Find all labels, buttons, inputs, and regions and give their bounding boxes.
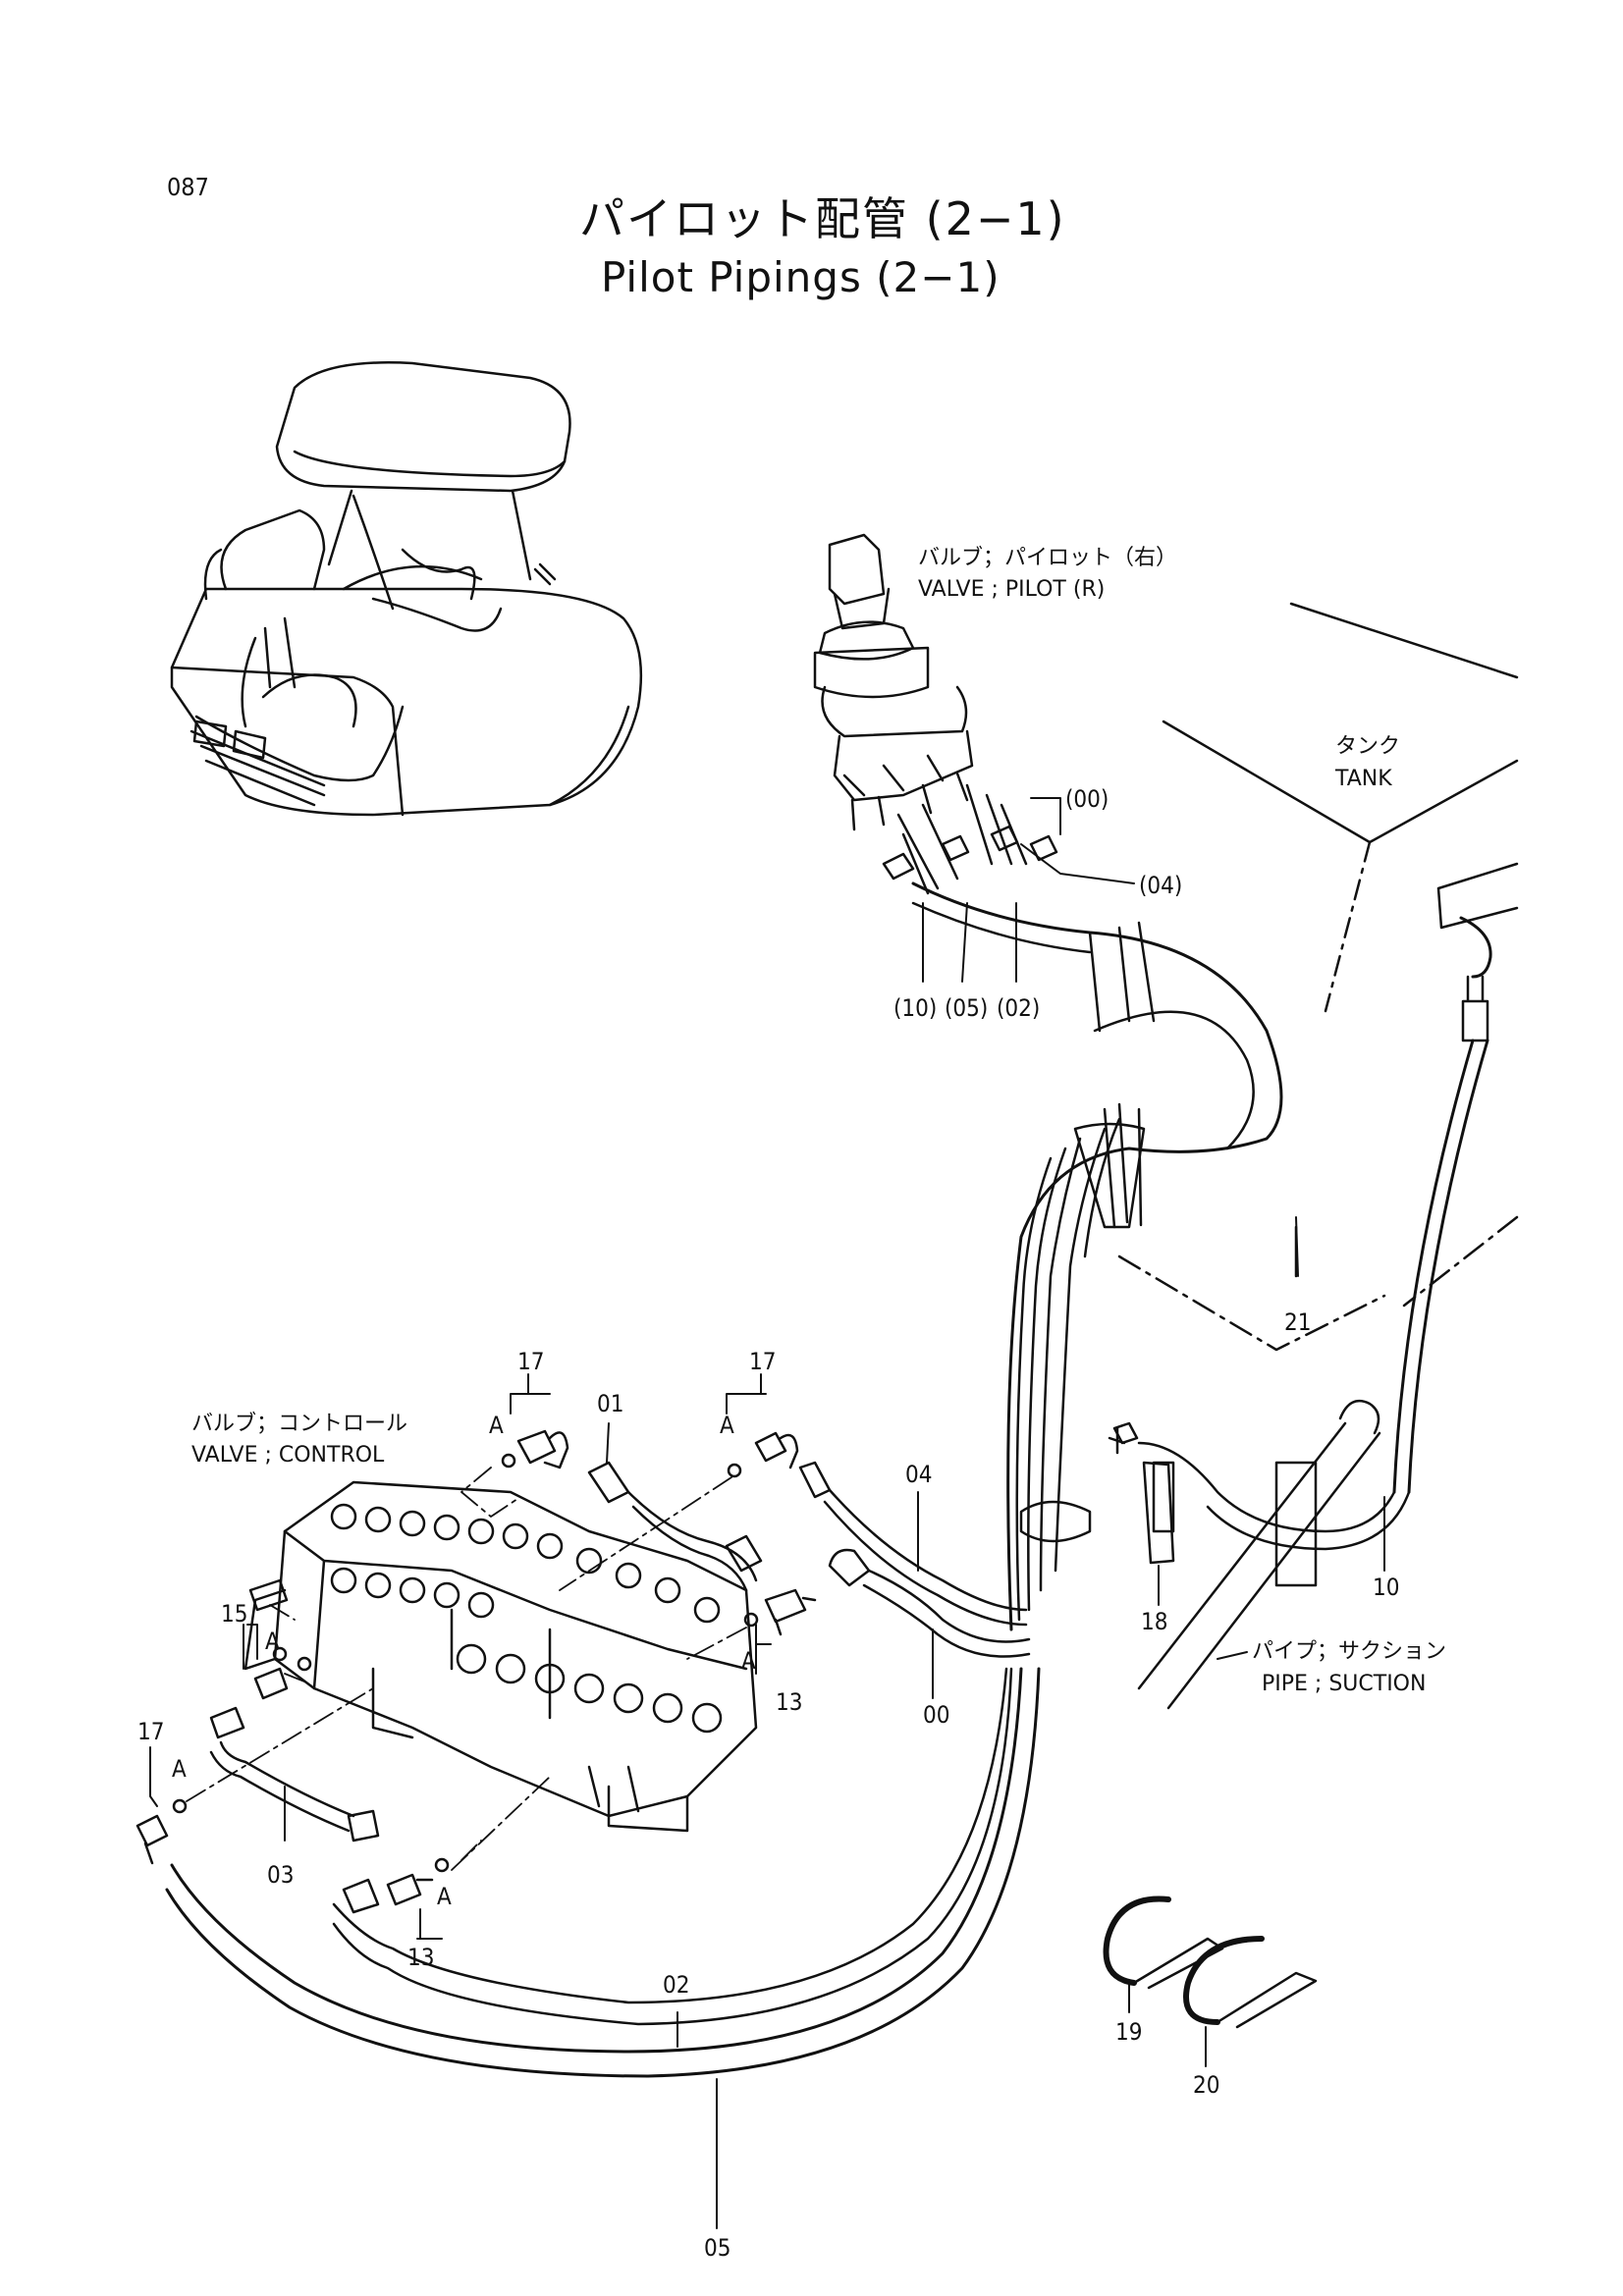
connection-marker-a: A — [437, 1883, 452, 1910]
callout-18: 18 — [1141, 1608, 1168, 1635]
control-valve-illustration — [243, 1480, 758, 1833]
page-title-english: Pilot Pipings (2−1) — [601, 253, 1001, 301]
callout-20: 20 — [1193, 2071, 1220, 2099]
callout-13-upper: 13 — [776, 1688, 803, 1716]
callout-17-top-left: 17 — [517, 1348, 545, 1375]
leader-00 — [1030, 797, 1061, 835]
callout-17-top-right: 17 — [749, 1348, 777, 1375]
control-valve-label-jp: バルブ；コントロール — [191, 1412, 408, 1436]
connection-marker-a: A — [741, 1647, 756, 1675]
leader-21 — [1295, 1216, 1299, 1277]
callout-13-lower: 13 — [407, 1944, 435, 1971]
callout-21: 21 — [1284, 1308, 1312, 1336]
port-label-10: (10) — [893, 994, 938, 1022]
suction-pipe-illustration — [1137, 1399, 1381, 1710]
leader-13a — [755, 1624, 772, 1675]
leader-10-05-02 — [922, 902, 1017, 983]
port-label-05: (05) — [945, 994, 989, 1022]
callout-00: 00 — [923, 1701, 950, 1729]
port-label-00: (00) — [1065, 785, 1109, 813]
leader-13b — [416, 1908, 443, 1940]
leader-lines — [149, 797, 1385, 2229]
port-label-04: (04) — [1139, 872, 1183, 899]
callout-04: 04 — [905, 1461, 933, 1488]
tank-illustration — [1117, 602, 1519, 1352]
pilot-valve-label-en: VALVE ; PILOT (R) — [918, 577, 1106, 602]
leader-17a — [510, 1373, 551, 1415]
suction-hose-10 — [1112, 1039, 1489, 1551]
page-title-japanese: パイロット配管 (2−1) — [579, 192, 1066, 245]
callout-02: 02 — [663, 1971, 690, 1999]
phantom-lines — [186, 1467, 747, 1871]
leader-suction — [1217, 1651, 1248, 1660]
callout-03: 03 — [267, 1861, 295, 1889]
pilot-valve-label-jp: バルブ；パイロット（右） — [918, 546, 1178, 570]
connection-marker-a: A — [172, 1755, 187, 1783]
control-valve-label-en: VALVE ; CONTROL — [191, 1443, 385, 1468]
leader-15 — [243, 1624, 258, 1670]
tank-label-en: TANK — [1335, 767, 1392, 791]
cable-ties-19-20 — [1103, 1896, 1318, 2029]
pilot-valve-illustration — [813, 533, 974, 831]
connection-marker-a: A — [720, 1412, 734, 1439]
callout-17-lower-left: 17 — [137, 1718, 165, 1745]
suction-pipe-label-jp: パイプ；サクション — [1252, 1639, 1447, 1664]
machine-overview-illustration — [170, 361, 643, 817]
clamp-18 — [1108, 1426, 1175, 1565]
pilot-hose-bundle — [882, 783, 1283, 1631]
leader-17b — [726, 1373, 767, 1415]
leader-17c — [149, 1746, 158, 1807]
connection-marker-a: A — [265, 1628, 280, 1655]
page-number: 087 — [167, 173, 209, 201]
callout-01: 01 — [597, 1390, 624, 1417]
port-label-02: (02) — [997, 994, 1041, 1022]
leader-04 — [1020, 843, 1135, 884]
connection-marker-a: A — [489, 1412, 504, 1439]
tank-label-jp: タンク — [1335, 734, 1401, 759]
suction-pipe-label-en: PIPE ; SUCTION — [1262, 1672, 1427, 1696]
callout-05: 05 — [704, 2234, 731, 2262]
callout-19: 19 — [1115, 2018, 1143, 2046]
callout-10: 10 — [1373, 1574, 1400, 1601]
leader-01 — [606, 1422, 610, 1464]
callout-15: 15 — [221, 1600, 248, 1628]
control-valve-hoses — [135, 1429, 1041, 2078]
